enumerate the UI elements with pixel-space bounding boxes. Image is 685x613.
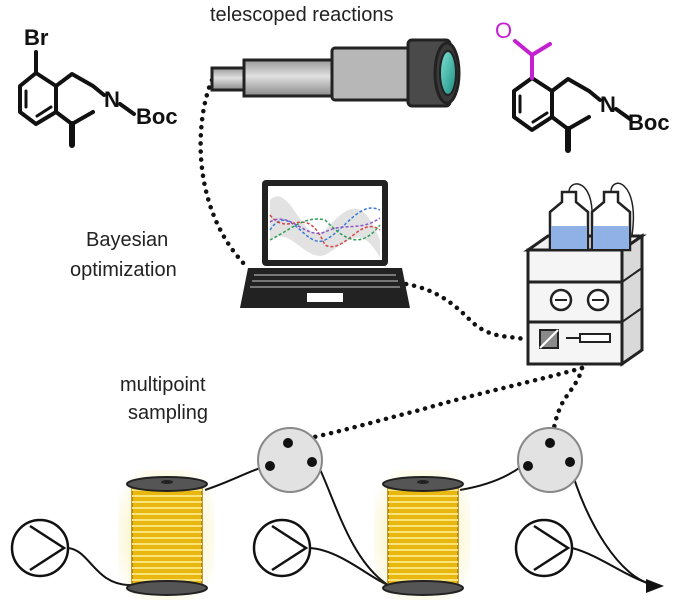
boc-group-left: Boc xyxy=(136,104,178,129)
multipoint-label: multipoint xyxy=(120,374,206,396)
telescope-to-laptop-link xyxy=(198,77,251,271)
molecule-acetyl-thiq: N Boc xyxy=(512,76,670,153)
nitrogen-atom-left: N xyxy=(104,87,120,112)
telescoped-reactions-label: telescoped reactions xyxy=(210,4,393,26)
laptop-to-hplc-link xyxy=(387,279,531,343)
laptop-icon xyxy=(240,180,410,308)
sampling-valve-icon-1 xyxy=(257,427,323,493)
nitrogen-atom-right: N xyxy=(600,92,616,117)
pump-icon-2 xyxy=(252,518,312,578)
data-links xyxy=(198,77,585,443)
sampling-valve-icon-2 xyxy=(517,427,583,493)
optimization-label: optimization xyxy=(70,259,177,281)
hplc-to-valve2-link xyxy=(550,365,585,443)
solvent-bottles xyxy=(548,182,635,252)
reactor-coil-icon-1 xyxy=(118,470,214,600)
bromo-substituent: Br xyxy=(24,25,49,50)
gaussian-process-plot xyxy=(269,196,381,258)
outlet-arrow-icon xyxy=(646,579,664,593)
laptop-trackpad xyxy=(307,293,343,302)
reactor-coil-icon-2 xyxy=(374,470,470,600)
acetyl-group-highlight: O xyxy=(495,18,552,80)
hplc-instrument-icon xyxy=(523,233,647,367)
sampling-label: sampling xyxy=(128,402,208,424)
laptop-keys xyxy=(250,274,400,288)
boc-group-right: Boc xyxy=(628,110,670,135)
molecule-bromo-thiq: Br N Boc xyxy=(18,25,178,148)
carbonyl-oxygen: O xyxy=(495,18,512,43)
telescope-icon xyxy=(210,38,461,108)
tubing-pump3-outlet xyxy=(571,547,656,586)
pump-icon-1 xyxy=(10,518,70,578)
hplc-to-valve1-link xyxy=(297,365,585,443)
bayesian-label: Bayesian xyxy=(86,229,168,251)
pump-icon-3 xyxy=(514,518,574,578)
